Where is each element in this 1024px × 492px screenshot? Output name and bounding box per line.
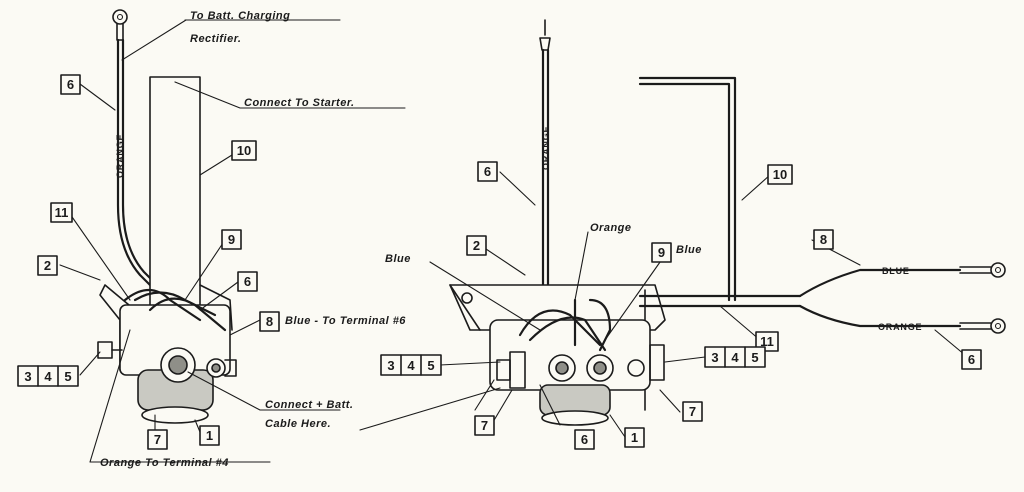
note-batt-line1: To Batt. Charging xyxy=(190,10,290,22)
callouts: 6 10 11 9 2 6 8 3 4 5 7 1 6 10 2 9 8 11 … xyxy=(17,74,982,450)
left-ring-terminal xyxy=(112,9,128,25)
note-batt-line2: Rectifier. xyxy=(190,33,241,45)
svg-text:5: 5 xyxy=(427,358,434,373)
svg-text:6: 6 xyxy=(581,432,588,447)
callout-left-11: 11 xyxy=(50,202,73,223)
svg-text:6: 6 xyxy=(968,352,975,367)
callout-left-10: 10 xyxy=(231,140,257,161)
callout-right-7b: 7 xyxy=(682,401,703,422)
note-connect-starter: Connect To Starter. xyxy=(244,97,355,109)
svg-text:7: 7 xyxy=(689,404,696,419)
svg-text:3: 3 xyxy=(24,369,31,384)
svg-text:1: 1 xyxy=(631,430,638,445)
svg-text:5: 5 xyxy=(64,369,71,384)
callout-right-345b: 3 4 5 xyxy=(704,346,766,368)
svg-text:10: 10 xyxy=(237,143,251,158)
svg-text:8: 8 xyxy=(266,314,273,329)
callout-left-345: 3 4 5 xyxy=(17,365,79,387)
callout-right-1: 1 xyxy=(624,427,645,448)
callout-right-9: 9 xyxy=(651,242,672,263)
callout-right-7a: 7 xyxy=(474,415,495,436)
svg-text:4: 4 xyxy=(44,369,52,384)
note-connect-batt-line2: Cable Here. xyxy=(265,418,331,430)
svg-text:1: 1 xyxy=(206,428,213,443)
note-blue-terminal6: Blue - To Terminal #6 xyxy=(285,315,406,327)
svg-text:9: 9 xyxy=(228,232,235,247)
note-orange-terminal4: Orange To Terminal #4 xyxy=(100,457,229,469)
note-connect-batt-line1: Connect + Batt. xyxy=(265,399,353,411)
svg-text:7: 7 xyxy=(481,418,488,433)
wire-label-orange-center: ORANGE xyxy=(541,126,551,170)
svg-text:6: 6 xyxy=(67,77,74,92)
svg-text:2: 2 xyxy=(473,238,480,253)
right-blue-ring-terminal xyxy=(990,262,1006,278)
svg-text:6: 6 xyxy=(244,274,251,289)
leader-lines xyxy=(59,19,966,463)
callout-right-6b: 6 xyxy=(574,429,595,450)
wire-label-orange-right: ORANGE xyxy=(878,322,922,332)
svg-text:4: 4 xyxy=(731,350,739,365)
notes: To Batt. Charging Rectifier. Connect To … xyxy=(100,10,922,469)
note-orange-mid: Orange xyxy=(590,222,632,234)
callout-right-6: 6 xyxy=(477,161,498,182)
svg-text:2: 2 xyxy=(44,258,51,273)
svg-text:9: 9 xyxy=(658,245,665,260)
callout-right-345a: 3 4 5 xyxy=(380,354,442,376)
callout-right-8: 8 xyxy=(813,229,834,250)
right-assembly xyxy=(449,19,1006,426)
right-orange-ring-terminal xyxy=(990,318,1006,334)
svg-text:5: 5 xyxy=(751,350,758,365)
left-starter-cable-tube xyxy=(149,76,201,308)
svg-text:11: 11 xyxy=(55,205,69,220)
callout-left-9: 9 xyxy=(221,229,242,250)
svg-text:3: 3 xyxy=(711,350,718,365)
svg-text:10: 10 xyxy=(773,167,787,182)
svg-text:8: 8 xyxy=(820,232,827,247)
note-blue-9: Blue xyxy=(676,244,702,256)
right-solenoid-body xyxy=(489,319,651,391)
svg-text:6: 6 xyxy=(484,164,491,179)
callout-left-7: 7 xyxy=(147,429,168,450)
wire-label-orange-left: ORANGE xyxy=(115,134,125,178)
svg-text:11: 11 xyxy=(760,334,774,349)
callout-right-10: 10 xyxy=(767,164,793,185)
callout-left-2: 2 xyxy=(37,255,58,276)
left-assembly xyxy=(97,9,237,424)
svg-text:3: 3 xyxy=(387,358,394,373)
callout-left-8: 8 xyxy=(259,311,280,332)
svg-text:4: 4 xyxy=(407,358,415,373)
wire-label-blue-right: BLUE xyxy=(882,266,910,276)
callout-right-6c: 6 xyxy=(961,349,982,370)
right-bracket xyxy=(449,284,666,331)
callout-right-2: 2 xyxy=(466,235,487,256)
note-blue-left: Blue xyxy=(385,253,411,265)
callout-left-6b: 6 xyxy=(237,271,258,292)
callout-left-6: 6 xyxy=(60,74,81,95)
svg-text:7: 7 xyxy=(154,432,161,447)
callout-left-1: 1 xyxy=(199,425,220,446)
